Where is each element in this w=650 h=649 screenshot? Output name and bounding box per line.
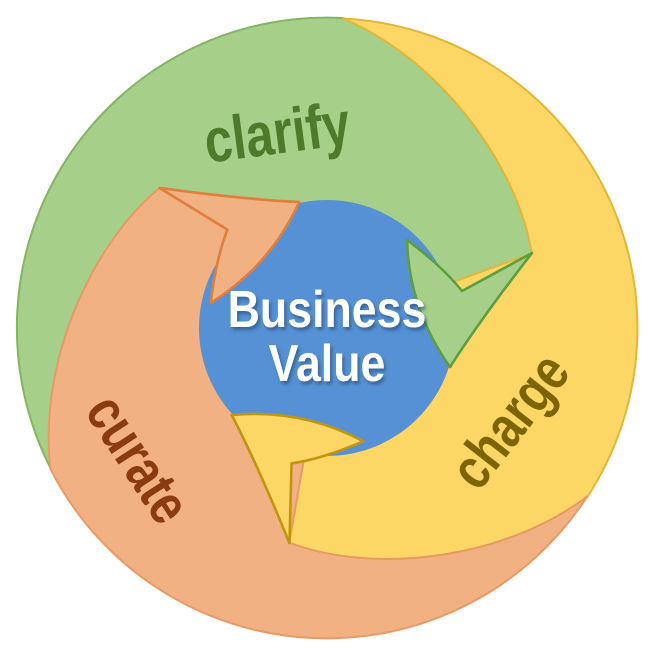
center-label-line2: Value xyxy=(269,335,386,393)
center-label-line1: Business xyxy=(228,281,427,339)
center-label: Business Value xyxy=(228,281,427,393)
business-value-circle xyxy=(199,200,455,456)
